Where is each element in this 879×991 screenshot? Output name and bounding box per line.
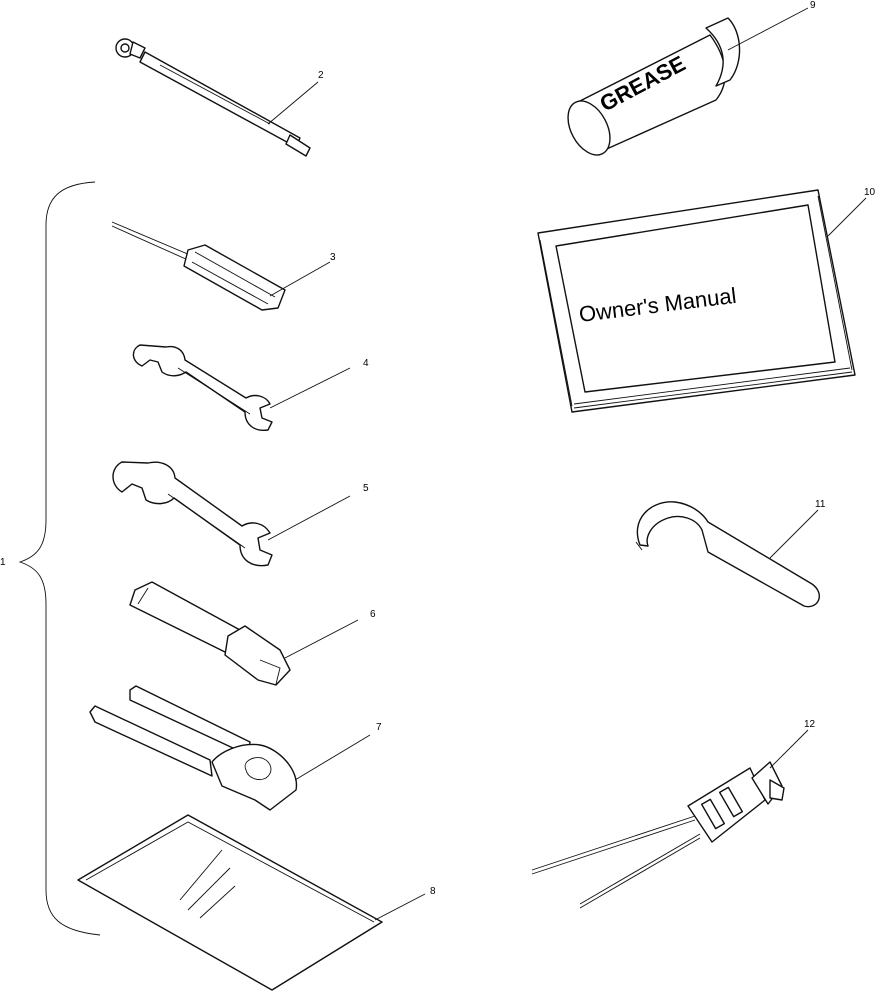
callout-6: 6 <box>370 609 376 620</box>
tether-cord <box>531 761 785 909</box>
callout-5: 5 <box>363 483 369 494</box>
callout-2: 2 <box>318 70 324 81</box>
tool-bag <box>77 814 383 991</box>
callout-7: 7 <box>376 722 382 733</box>
callout-1: 1 <box>0 557 6 568</box>
owners-manual: Owner's Manual <box>537 189 856 413</box>
small-wrench <box>132 344 273 432</box>
pressure-gauge <box>115 38 311 157</box>
callout-10: 10 <box>864 187 876 198</box>
handle-tool <box>89 685 298 811</box>
callout-9: 9 <box>810 0 816 11</box>
callout-11: 11 <box>815 499 826 510</box>
callout-12: 12 <box>804 719 816 730</box>
spark-plug-socket <box>129 581 291 686</box>
callout-3: 3 <box>330 252 336 263</box>
screwdriver <box>111 221 286 311</box>
grease-tube: GREASE <box>567 17 741 156</box>
kit-bracket <box>18 181 101 936</box>
spanner-wrench <box>635 501 821 608</box>
large-wrench <box>112 461 273 567</box>
callout-4: 4 <box>363 358 369 369</box>
callout-8: 8 <box>430 886 436 897</box>
